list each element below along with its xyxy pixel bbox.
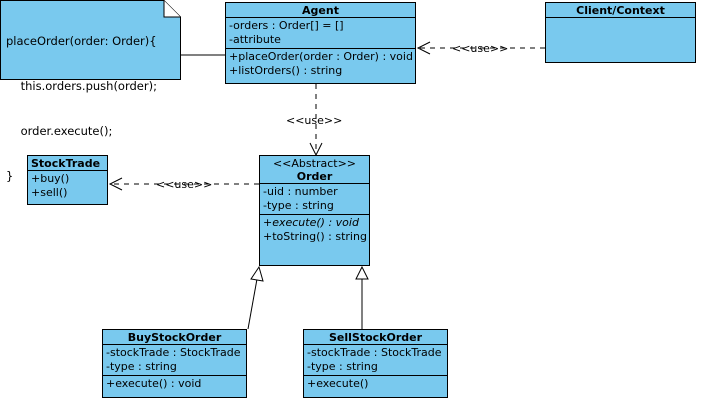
- class-name: Client/Context: [576, 4, 665, 17]
- attribute: -uid : number: [263, 185, 338, 198]
- operations-section: +execute() : void: [103, 375, 246, 392]
- operation: +execute(): [307, 377, 369, 390]
- code-note: placeOrder(order: Order){ this.orders.pu…: [0, 0, 181, 183]
- note-line: }: [6, 169, 14, 183]
- attributes-section: -orders : Order[] = [] -attribute: [226, 17, 415, 48]
- attribute: -type : string: [263, 199, 334, 212]
- client-agent-use-label: <<use>>: [452, 42, 509, 55]
- buy-generalization-triangle: [250, 265, 264, 282]
- note-shape: [0, 0, 181, 80]
- attribute: -stockTrade : StockTrade: [106, 346, 241, 359]
- attribute: -attribute: [229, 33, 281, 46]
- class-name: Order: [296, 170, 333, 183]
- attributes-section: -stockTrade : StockTrade -type : string: [103, 344, 246, 375]
- class-name: StockTrade: [31, 157, 101, 170]
- attribute: -type : string: [307, 360, 378, 373]
- empty-section: [546, 17, 695, 64]
- class-name: SellStockOrder: [328, 331, 423, 344]
- attributes-section: -uid : number -type : string: [260, 183, 369, 214]
- operations-section: +execute(): [304, 375, 447, 392]
- operation: +buy(): [31, 172, 70, 185]
- note-line: this.orders.push(order);: [6, 79, 157, 93]
- buy-generalization-line: [247, 278, 258, 330]
- sell-generalization-triangle: [355, 265, 369, 280]
- note-line: placeOrder(order: Order){: [6, 34, 157, 48]
- attribute: -orders : Order[] = []: [229, 19, 344, 32]
- stereotype: <<Abstract>>: [272, 157, 357, 170]
- operation: +listOrders() : string: [229, 64, 343, 77]
- operation: +execute() : void: [106, 377, 202, 390]
- class-order[interactable]: <<Abstract>> Order -uid : number -type :…: [259, 155, 370, 266]
- note-line: order.execute();: [6, 124, 113, 138]
- class-stocktrade[interactable]: StockTrade +buy() +sell(): [27, 155, 108, 205]
- attributes-section: -stockTrade : StockTrade -type : string: [304, 344, 447, 375]
- operations-section: +buy() +sell(): [28, 170, 107, 201]
- attribute: -stockTrade : StockTrade: [307, 346, 442, 359]
- operations-section: +execute() : void +toString() : string: [260, 214, 369, 245]
- class-agent[interactable]: Agent -orders : Order[] = [] -attribute …: [225, 2, 416, 84]
- class-client-context[interactable]: Client/Context: [545, 2, 696, 63]
- class-name: Agent: [302, 4, 339, 17]
- operation: +sell(): [31, 186, 68, 199]
- order-stocktrade-arrowhead: [108, 177, 123, 191]
- order-stocktrade-use-label: <<use>>: [156, 178, 213, 191]
- operations-section: +placeOrder(order : Order) : void +listO…: [226, 48, 415, 79]
- class-name: BuyStockOrder: [127, 331, 222, 344]
- abstract-operation: +execute() : void: [263, 216, 359, 229]
- class-sellstockorder[interactable]: SellStockOrder -stockTrade : StockTrade …: [303, 329, 448, 398]
- agent-order-use-label: <<use>>: [286, 114, 343, 127]
- client-agent-arrowhead: [416, 41, 431, 55]
- attribute: -type : string: [106, 360, 177, 373]
- class-buystockorder[interactable]: BuyStockOrder -stockTrade : StockTrade -…: [102, 329, 247, 398]
- note-code: placeOrder(order: Order){ this.orders.pu…: [6, 4, 157, 214]
- operation: +toString() : string: [263, 230, 367, 243]
- operation: +placeOrder(order : Order) : void: [229, 50, 413, 63]
